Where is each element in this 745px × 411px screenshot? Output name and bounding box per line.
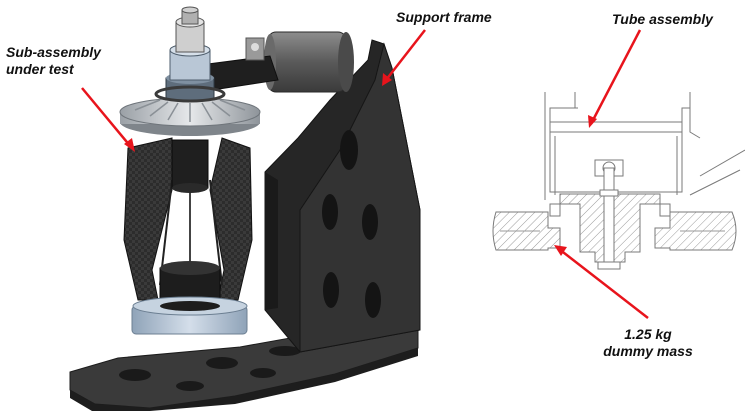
label-tube-assembly-text: Tube assembly bbox=[612, 11, 713, 27]
arrow-support-frame bbox=[385, 29, 426, 81]
support-frame-render bbox=[69, 39, 421, 411]
callout-arrows bbox=[81, 29, 649, 319]
label-sub-assembly: Sub-assembly under test bbox=[6, 44, 101, 78]
label-support-frame: Support frame bbox=[396, 9, 492, 26]
dummy-mass-section bbox=[492, 167, 737, 270]
motor-render bbox=[207, 31, 354, 93]
label-dummy-mass: 1.25 kg dummy mass bbox=[598, 326, 698, 360]
arrow-sub-assembly bbox=[81, 87, 132, 148]
tube-assembly-section bbox=[544, 92, 745, 200]
sub-assembly-render bbox=[119, 6, 261, 335]
label-dummy-mass-line2: dummy mass bbox=[603, 343, 693, 359]
label-support-frame-text: Support frame bbox=[396, 9, 492, 25]
label-tube-assembly: Tube assembly bbox=[612, 11, 713, 28]
arrow-dummy-mass bbox=[558, 248, 649, 319]
label-sub-assembly-line1: Sub-assembly bbox=[6, 44, 101, 60]
arrow-tube-assembly bbox=[590, 29, 642, 123]
label-dummy-mass-line1: 1.25 kg bbox=[624, 326, 672, 342]
label-sub-assembly-line2: under test bbox=[6, 61, 74, 77]
